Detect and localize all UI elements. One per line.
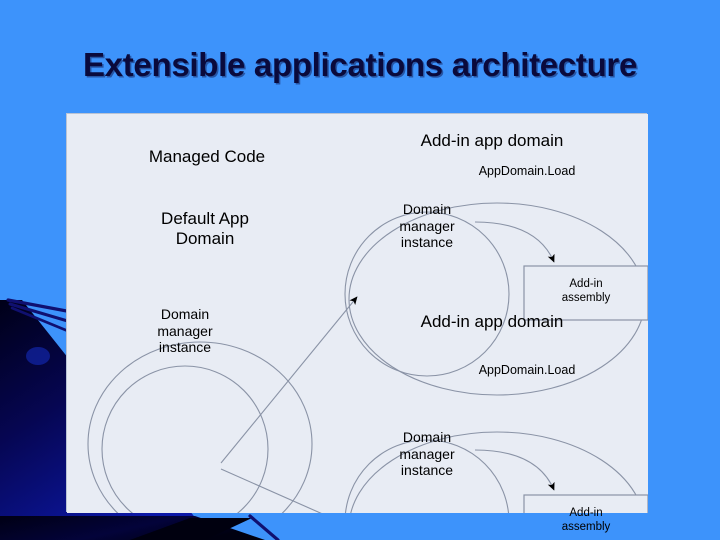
decor-navy-base <box>0 516 265 540</box>
appdomain-load-label-2: AppDomain.Load <box>478 363 576 377</box>
addin-assembly-label-1: Add-in assembly <box>561 278 611 304</box>
default-domain-manager-label: Domain manager instance <box>157 306 213 356</box>
default-app-domain-label: Default App Domain <box>161 209 249 249</box>
addin-domain-manager-label-1: Domain manager instance <box>399 201 455 251</box>
default-app-domain-ellipse <box>87 341 313 513</box>
addin-domain-manager-label-2: Domain manager instance <box>399 429 455 479</box>
arrow-default-to-addin-1 <box>220 296 358 464</box>
addin-assembly-label-2: Add-in assembly <box>561 507 611 533</box>
arrow-appdomain-load-2 <box>474 449 555 491</box>
arrow-default-to-addin-2 <box>220 468 322 513</box>
decor-navy-lower-wedge <box>130 518 252 540</box>
default-domain-manager-circle <box>101 365 269 513</box>
appdomain-load-label-1: AppDomain.Load <box>478 164 576 178</box>
addin-domain-1-manager-circle <box>344 211 510 377</box>
addin-domain-2-manager-circle <box>344 439 510 513</box>
arrow-appdomain-load-1 <box>474 221 555 263</box>
addin-assembly-box-2 <box>523 494 648 513</box>
diagram-panel: Managed Code Default App Domain Domain m… <box>67 114 648 533</box>
addin-app-domain-title-1: Add-in app domain <box>420 131 564 150</box>
decor-glow <box>26 347 50 365</box>
page-title: Extensible applications architecture <box>82 46 638 83</box>
addin-domain-2-ellipse <box>350 431 644 513</box>
managed-code-label: Managed Code <box>148 147 266 166</box>
addin-assembly-box-1 <box>523 265 648 321</box>
architecture-diagram-svg <box>87 202 648 513</box>
addin-app-domain-title-2: Add-in app domain <box>420 312 564 331</box>
